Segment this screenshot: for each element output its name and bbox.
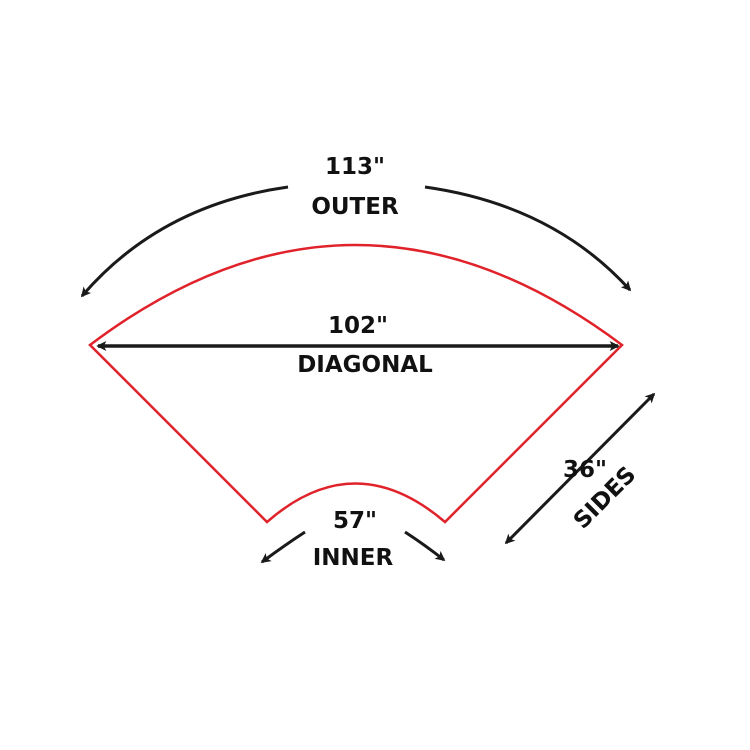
outer-arrow-left	[80, 185, 289, 298]
outer-arrow-right	[424, 185, 632, 292]
outer-value-label: 113"	[325, 154, 385, 180]
diagonal-value-label: 102"	[328, 313, 388, 339]
inner-name-label: INNER	[313, 545, 394, 571]
outer-name-label: OUTER	[311, 194, 399, 220]
sector-outline	[88, 243, 624, 524]
inner-value-label: 57"	[333, 508, 377, 534]
diagonal-name-label: DIAGONAL	[297, 352, 433, 378]
sides-value-label: 36"	[563, 457, 607, 483]
sides-arrow	[504, 392, 656, 545]
inner-arrow-right	[404, 530, 446, 562]
inner-arrow-left	[260, 530, 306, 564]
